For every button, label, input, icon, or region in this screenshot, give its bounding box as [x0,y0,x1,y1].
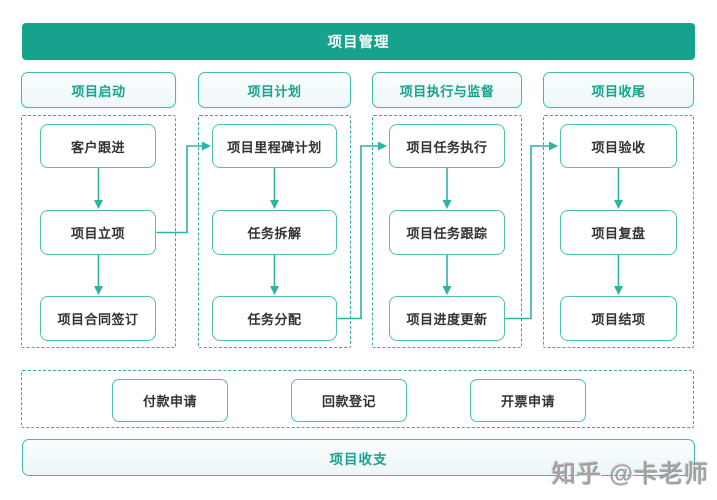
finance-step-label: 开票申请 [500,394,555,409]
phase-header-label: 项目执行与监督 [399,83,495,99]
phase-header-closure: 项目收尾 [543,72,694,108]
flow-step-box: 项目结项 [560,296,677,341]
flow-step-box: 项目任务执行 [389,124,505,168]
flow-step-label: 任务分配 [247,312,302,327]
flow-step-label: 项目任务执行 [406,139,488,155]
phase-group-initiation [21,115,176,348]
flow-step-box: 项目验收 [560,124,677,168]
phase-header-initiation: 项目启动 [21,72,176,108]
flow-step-box: 任务拆解 [212,210,337,255]
flow-step-box: 项目任务跟踪 [389,210,505,255]
phase-group-planning [198,115,351,348]
flow-step-box: 项目进度更新 [389,296,505,341]
flow-step-label: 客户跟进 [70,139,125,155]
phase-header-execution: 项目执行与监督 [372,72,522,108]
flow-step-box: 项目立项 [40,210,156,255]
finance-group [21,370,694,428]
finance-step-box: 付款申请 [112,379,228,422]
flow-step-label: 项目合同签订 [57,312,139,327]
flow-step-box: 项目复盘 [560,210,677,255]
phase-header-planning: 项目计划 [198,72,351,108]
footer-bar: 项目收支 [22,439,695,476]
flow-step-label: 任务拆解 [247,226,302,241]
flow-step-label: 项目复盘 [591,226,646,241]
flow-step-label: 项目任务跟踪 [406,226,488,241]
finance-step-box: 回款登记 [291,379,407,422]
flow-step-label: 项目里程碑计划 [227,139,322,155]
finance-step-label: 回款登记 [321,394,376,409]
phase-header-label: 项目启动 [71,83,126,99]
flow-step-label: 项目结项 [591,312,646,327]
finance-step-box: 开票申请 [470,379,586,422]
flow-step-box: 任务分配 [212,296,337,341]
phase-header-label: 项目计划 [247,83,302,99]
phase-header-label: 项目收尾 [591,83,646,99]
flow-step-box: 项目合同签订 [40,296,156,341]
flow-step-box: 项目里程碑计划 [212,124,337,168]
finance-step-label: 付款申请 [142,394,197,409]
phase-group-closure [543,115,694,348]
phase-group-execution [372,115,522,348]
diagram-title-banner: 项目管理 [22,23,695,60]
diagram-title: 项目管理 [327,35,390,51]
flow-step-box: 客户跟进 [40,124,156,168]
flow-step-label: 项目验收 [591,139,646,155]
flow-step-label: 项目进度更新 [406,312,488,327]
footer-bar-label: 项目收支 [329,451,388,467]
flow-step-label: 项目立项 [70,226,125,241]
